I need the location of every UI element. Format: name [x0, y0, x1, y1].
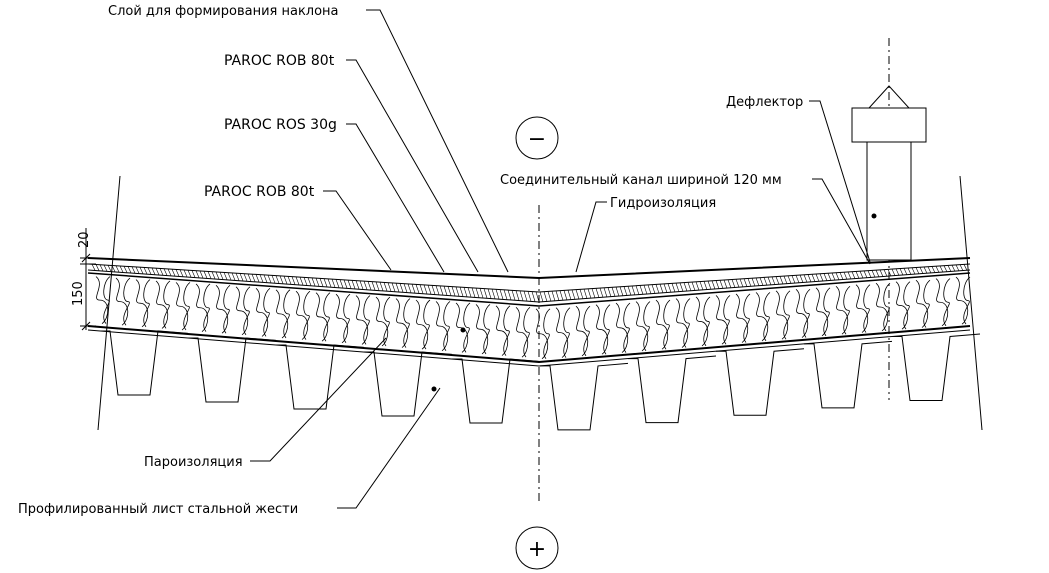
- label-slope-layer: Слой для формирования наклона: [108, 4, 339, 19]
- label-ros: PAROC ROS 30g: [224, 117, 337, 133]
- right-boundary-line: [959, 175, 983, 431]
- steel-profile: [100, 330, 981, 431]
- dimension-150: 150: [71, 281, 86, 306]
- leader-lines: [250, 9, 871, 509]
- label-rob-low: PAROC ROB 80t: [204, 184, 315, 200]
- label-steel-sheet: Профилированный лист стальной жести: [18, 502, 298, 517]
- label-channel: Соединительный канал шириной 120 мм: [500, 173, 782, 188]
- label-vapor: Пароизоляция: [144, 455, 243, 470]
- ros-top-line: [87, 272, 971, 307]
- plus-symbol: +: [528, 537, 546, 562]
- label-waterproof: Гидроизоляция: [610, 196, 716, 211]
- deflector-pipe: [866, 141, 912, 261]
- vapor-barrier-line: [87, 325, 971, 364]
- minus-circle: [515, 116, 559, 160]
- label-deflector: Дефлектор: [726, 95, 803, 110]
- plus-circle: [515, 526, 559, 570]
- waterproof-line: [87, 257, 971, 280]
- deflector-dot: [871, 213, 877, 219]
- deflector: [851, 85, 927, 261]
- dimension-lines: [80, 228, 96, 331]
- sheet-dot: [431, 386, 437, 392]
- steel-top-line: [87, 329, 971, 367]
- label-rob-top: PAROC ROB 80t: [224, 53, 335, 69]
- deflector-head: [851, 107, 927, 143]
- slope-layer-top: [87, 263, 971, 293]
- dimension-20: 20: [77, 231, 92, 248]
- insulation-pattern: [95, 276, 971, 360]
- slope-layer-hatch: [91, 264, 968, 303]
- ros-dot: [460, 327, 466, 333]
- minus-symbol: −: [528, 127, 546, 152]
- slope-layer-bottom: [87, 269, 971, 303]
